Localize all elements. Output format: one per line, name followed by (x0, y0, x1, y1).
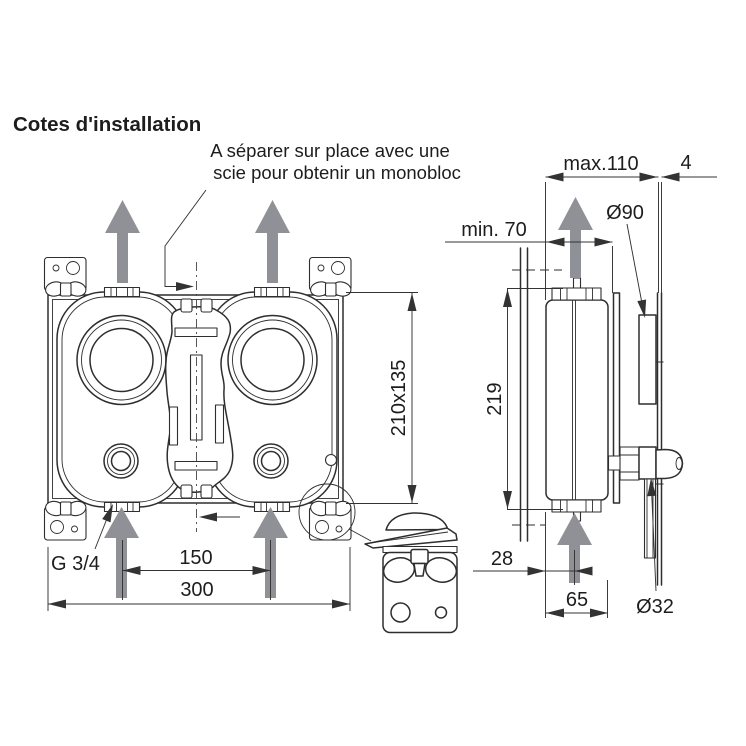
dim-label-min70: min. 70 (461, 219, 527, 241)
dim-o32: Ø32 (636, 478, 674, 618)
bottom-fitting (551, 499, 602, 513)
detail-link-line (348, 528, 372, 542)
dim-label-4: 4 (680, 152, 691, 174)
detail-hole-small (434, 606, 448, 619)
flow-arrows (104, 197, 593, 598)
front-view (43, 256, 352, 541)
connector-slot-top (174, 327, 218, 338)
dim-label-g34: G 3/4 (51, 553, 100, 575)
bottom-notch-left (180, 484, 193, 499)
annotation-line1: A séparer sur place avec une (210, 140, 450, 161)
dim-o90: Ø90 (606, 202, 647, 318)
bracket-bottom-left (43, 500, 87, 541)
detail-wing-nut-ear (424, 557, 458, 583)
flow-arrow-side-bottom (557, 513, 592, 583)
top-notch-left (180, 298, 193, 313)
port-right (253, 443, 289, 479)
top-notch-right (200, 298, 213, 313)
dim-label-max110: max.110 (563, 153, 638, 175)
dim-label-210x135: 210x135 (388, 360, 410, 437)
escutcheon-upper (638, 314, 657, 405)
cartridge-opening-right (227, 314, 318, 406)
dim-label-28: 28 (491, 548, 513, 570)
dim-219: 219 (484, 288, 563, 510)
dim-label-150: 150 (179, 547, 212, 569)
dim-min70: min. 70 (445, 219, 613, 293)
dim-label-300: 300 (180, 579, 213, 601)
dim-300: 300 (47, 547, 351, 611)
dim-g34: G 3/4 (51, 504, 113, 575)
flow-arrow-bottom-left (104, 507, 139, 598)
connector-slot-bottom (174, 460, 218, 471)
side-view (512, 247, 684, 586)
dim-150: 150 (122, 540, 271, 600)
detail-cap-dome (385, 512, 449, 531)
bottom-notch-right (200, 484, 213, 499)
mounting-plate-inner (52, 299, 339, 499)
top-nipple (572, 277, 582, 289)
cartridge-opening-left (76, 314, 167, 406)
annotation-leader (164, 189, 207, 287)
dim-max110: max.110 (545, 153, 659, 300)
bracket-top-right (308, 256, 352, 297)
dim-label-o90: Ø90 (606, 202, 644, 224)
page-title: Cotes d'installation (13, 113, 201, 136)
flow-arrow-top-right (255, 200, 290, 283)
backing-plate-edge (612, 292, 621, 504)
top-fitting (551, 287, 602, 301)
dim-label-219: 219 (484, 382, 506, 415)
dim-panel-4: 4 (661, 152, 717, 293)
detail-view (298, 483, 458, 634)
bracket-top-left (43, 256, 87, 297)
port-left (103, 443, 139, 479)
control-knob (655, 448, 684, 480)
flow-arrow-side-top (558, 197, 593, 278)
bracket-bottom-right (308, 500, 352, 541)
escutcheon-lower (638, 446, 657, 480)
body-mark (324, 453, 338, 467)
dim-28: 28 (473, 512, 593, 618)
control-stem (619, 446, 640, 481)
detail-hole-large (390, 602, 411, 623)
magnifier-circle (298, 483, 356, 541)
dim-label-65: 65 (566, 589, 588, 611)
flow-arrow-top-left (105, 200, 140, 283)
dimensions: max.110 4 min. 70 Ø90 (47, 152, 717, 618)
detail-cap-brim (364, 527, 458, 549)
spout-tube (643, 478, 657, 559)
valve-body-side (545, 299, 609, 501)
dim-210x135: 210x135 (346, 292, 418, 504)
annotation-line2: scie pour obtenir un monobloc (213, 162, 461, 183)
dim-65: 65 (546, 580, 608, 618)
dim-label-o32: Ø32 (636, 596, 674, 618)
